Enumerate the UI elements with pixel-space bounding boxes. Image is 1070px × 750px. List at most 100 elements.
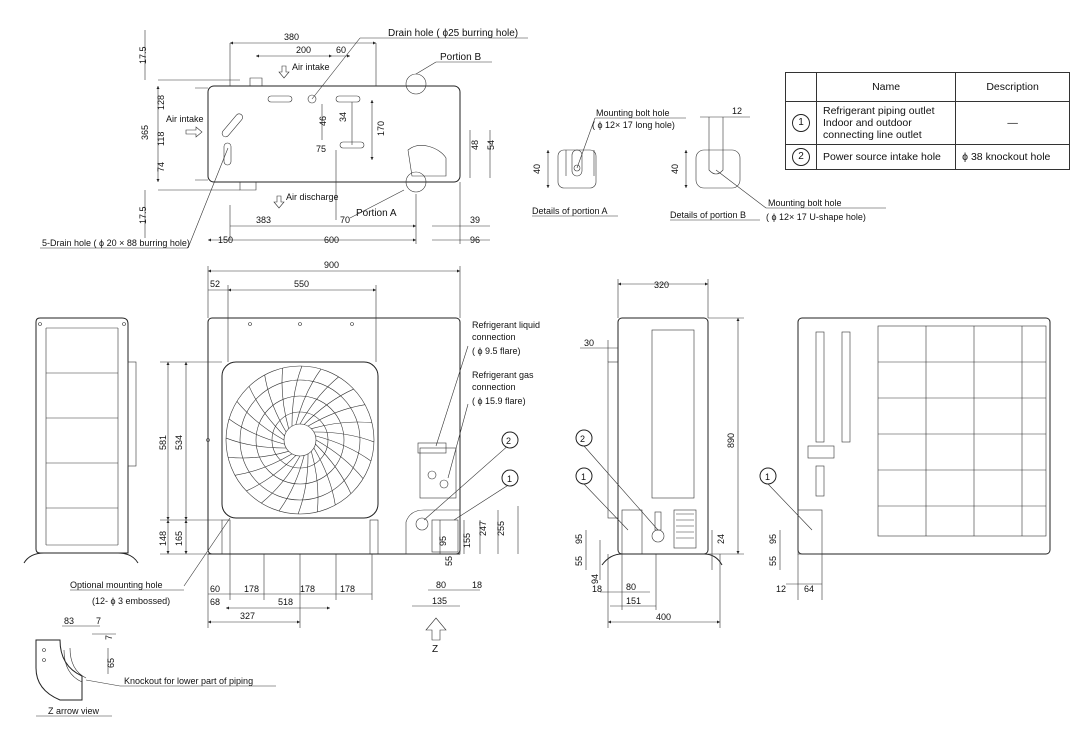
header-num	[785, 72, 817, 102]
dim-52: 52	[210, 279, 220, 289]
dim-581: 581	[158, 435, 168, 450]
dim-95-side: 95	[574, 534, 584, 544]
dim-890: 890	[726, 433, 736, 448]
rear-view	[767, 317, 1051, 600]
callout-2-side-text: 2	[580, 434, 585, 444]
dim-b-12: 12	[732, 106, 742, 116]
row-name-1: Refrigerant piping outlet Indoor and out…	[815, 101, 957, 145]
label-liquid-3: ( ϕ 9.5 flare)	[472, 346, 521, 356]
detail-views	[532, 116, 886, 221]
fan-guard-spoke	[313, 431, 375, 443]
row-desc-1: —	[955, 101, 1070, 145]
dim-320: 320	[654, 280, 669, 290]
dim-48: 48	[470, 140, 480, 150]
fan-guard-spoke	[299, 376, 339, 425]
label-z-arrow-view: Z arrow view	[48, 706, 100, 716]
fan-guard-spoke	[246, 455, 297, 492]
dim-z-83: 83	[64, 616, 74, 626]
row-number-2: 2	[792, 148, 810, 166]
front-view	[70, 266, 519, 641]
fan-guard-spoke	[281, 368, 289, 429]
dim-80-side: 80	[626, 582, 636, 592]
row-name-2: Power source intake hole	[815, 144, 957, 170]
label-details-a: Details of portion A	[532, 206, 608, 216]
fan-guard-spoke	[303, 388, 354, 425]
row-number-1: 1	[792, 114, 810, 132]
fan-guard-spoke	[234, 453, 293, 476]
dim-151: 151	[626, 596, 641, 606]
fan-guard-spoke	[278, 455, 305, 512]
table-row: 2 Power source intake hole ϕ 38 knockout…	[785, 144, 1070, 170]
dim-60-front: 60	[210, 584, 220, 594]
label-knockout: Knockout for lower part of piping	[124, 676, 253, 686]
row-desc-2: ϕ 38 knockout hole	[955, 144, 1070, 170]
fan-guard-spoke	[228, 451, 289, 459]
dim-a-40: 40	[532, 164, 542, 174]
dim-30: 30	[584, 338, 594, 348]
dim-150: 150	[218, 235, 233, 245]
dim-95-rear: 95	[768, 534, 778, 544]
callout-2-front-text: 2	[506, 436, 511, 446]
dim-600: 600	[324, 235, 339, 245]
dim-534: 534	[174, 435, 184, 450]
fan-guard-spoke	[264, 374, 287, 433]
z-arrow-view	[35, 625, 276, 717]
dim-380: 380	[284, 32, 299, 42]
top-view	[40, 30, 528, 249]
label-liquid-2: connection	[472, 332, 516, 342]
dim-170: 170	[376, 121, 386, 136]
fan-guard-spoke	[315, 443, 352, 494]
fan-guard-spoke	[315, 439, 364, 479]
dim-200: 200	[296, 45, 311, 55]
dim-900: 900	[324, 260, 339, 270]
callout-2-front	[501, 431, 519, 449]
dim-165: 165	[174, 531, 184, 546]
callout-2-side	[575, 429, 593, 447]
dim-18-front: 18	[472, 580, 482, 590]
dim-55-front: 55	[444, 556, 454, 566]
label-5-drain-hole: 5-Drain hole ( ϕ 20 × 88 burring hole)	[42, 238, 190, 248]
label-details-b: Details of portion B	[670, 210, 746, 220]
label-z: Z	[432, 644, 438, 655]
dim-95-front: 95	[438, 536, 448, 546]
fan-guard-spoke	[225, 437, 287, 449]
fan-guard-spoke	[311, 421, 372, 429]
dim-55-rear: 55	[768, 556, 778, 566]
label-mount-bolt-a-1: Mounting bolt hole	[596, 108, 670, 118]
callout-1-rear	[759, 467, 777, 485]
callout-1-side-text: 1	[581, 472, 586, 482]
callout-1-front-text: 1	[507, 474, 512, 484]
callout-1-side	[575, 467, 593, 485]
fan-guard-spoke	[248, 386, 285, 437]
label-mount-bolt-a-2: ( ϕ 12× 17 long hole)	[592, 120, 675, 130]
dim-64: 64	[804, 584, 814, 594]
dim-75: 75	[316, 144, 326, 154]
label-air-intake-left: Air intake	[166, 114, 204, 124]
dim-54: 54	[486, 140, 496, 150]
label-liquid-1: Refrigerant liquid	[472, 320, 540, 330]
dim-400: 400	[656, 612, 671, 622]
callout-1-front	[501, 469, 519, 487]
dim-80-front: 80	[436, 580, 446, 590]
dim-155: 155	[462, 533, 472, 548]
fan-guard-spoke	[311, 451, 319, 512]
dim-327: 327	[240, 611, 255, 621]
dim-148: 148	[158, 531, 168, 546]
label-opt-mount-1: Optional mounting hole	[70, 580, 163, 590]
dim-247: 247	[478, 521, 488, 536]
label-portion-a: Portion A	[356, 208, 397, 219]
label-air-intake-top: Air intake	[292, 62, 330, 72]
dim-34: 34	[338, 112, 348, 122]
label-portion-b: Portion B	[440, 52, 481, 63]
fan-guard-spoke	[313, 447, 336, 506]
dim-96: 96	[470, 235, 480, 245]
text-labels: Drain hole ( ϕ25 burring hole) Portion B…	[42, 28, 866, 716]
fan-guard-spoke	[228, 418, 285, 445]
dim-70: 70	[340, 215, 350, 225]
fan-guard-spoke	[297, 453, 309, 515]
fan-guard-spoke	[236, 401, 285, 441]
dim-518: 518	[278, 597, 293, 607]
dim-46: 46	[318, 116, 328, 126]
right-side-view	[580, 279, 744, 628]
